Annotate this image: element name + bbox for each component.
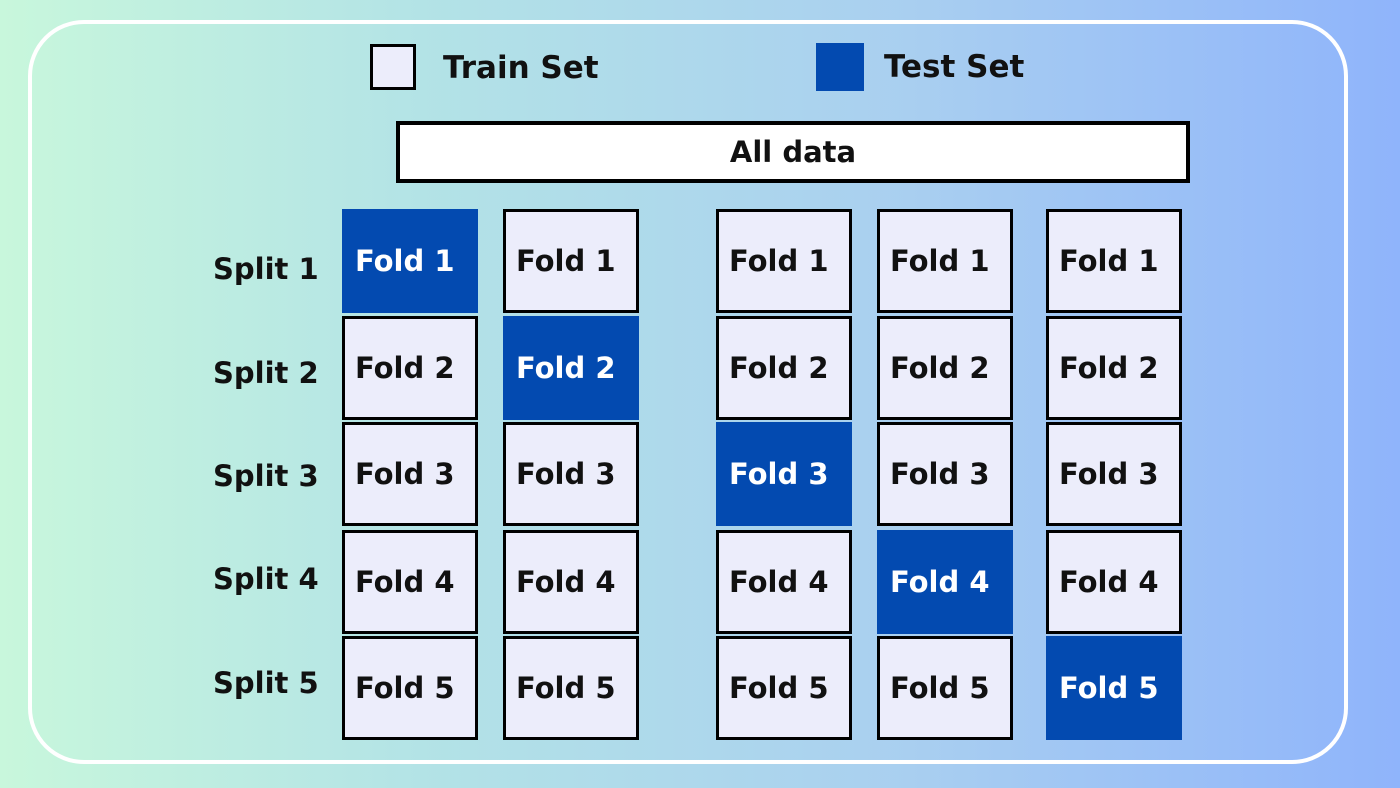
fold-cell-col2-row2: Fold 2 (503, 316, 639, 420)
fold-label: Fold 3 (890, 457, 990, 491)
fold-cell-col3-row3: Fold 3 (716, 422, 852, 526)
fold-cell-col3-row4: Fold 4 (716, 530, 852, 634)
fold-label: Fold 1 (1059, 244, 1159, 278)
fold-cell-col3-row2: Fold 2 (716, 316, 852, 420)
fold-label: Fold 2 (729, 351, 829, 385)
legend-test-label: Test Set (884, 49, 1025, 85)
fold-cell-col2-row3: Fold 3 (503, 422, 639, 526)
all-data-bar: All data (396, 121, 1190, 183)
fold-cell-col4-row4: Fold 4 (877, 530, 1013, 634)
fold-label: Fold 3 (1059, 457, 1159, 491)
fold-cell-col1-row3: Fold 3 (342, 422, 478, 526)
fold-cell-col5-row4: Fold 4 (1046, 530, 1182, 634)
fold-cell-col3-row5: Fold 5 (716, 636, 852, 740)
split-label-5: Split 5 (213, 666, 319, 700)
fold-label: Fold 5 (355, 671, 455, 705)
fold-label: Fold 5 (1059, 671, 1159, 705)
fold-cell-col1-row4: Fold 4 (342, 530, 478, 634)
fold-label: Fold 1 (729, 244, 829, 278)
fold-label: Fold 3 (729, 457, 829, 491)
fold-cell-col4-row1: Fold 1 (877, 209, 1013, 313)
fold-label: Fold 5 (729, 671, 829, 705)
fold-label: Fold 4 (1059, 565, 1159, 599)
fold-cell-col2-row5: Fold 5 (503, 636, 639, 740)
split-label-3: Split 3 (213, 459, 319, 493)
fold-label: Fold 4 (890, 565, 990, 599)
diagram-panel (28, 20, 1348, 764)
fold-label: Fold 3 (355, 457, 455, 491)
fold-cell-col4-row5: Fold 5 (877, 636, 1013, 740)
fold-label: Fold 4 (355, 565, 455, 599)
fold-cell-col5-row5: Fold 5 (1046, 636, 1182, 740)
split-label-4: Split 4 (213, 562, 319, 596)
fold-label: Fold 5 (890, 671, 990, 705)
fold-cell-col4-row2: Fold 2 (877, 316, 1013, 420)
fold-cell-col5-row3: Fold 3 (1046, 422, 1182, 526)
fold-label: Fold 2 (1059, 351, 1159, 385)
fold-cell-col4-row3: Fold 3 (877, 422, 1013, 526)
fold-label: Fold 2 (355, 351, 455, 385)
legend-train-swatch (370, 44, 416, 90)
split-label-2: Split 2 (213, 356, 319, 390)
fold-label: Fold 4 (516, 565, 616, 599)
split-label-1: Split 1 (213, 252, 319, 286)
fold-label: Fold 1 (890, 244, 990, 278)
fold-cell-col5-row2: Fold 2 (1046, 316, 1182, 420)
fold-label: Fold 4 (729, 565, 829, 599)
legend-train-label: Train Set (443, 50, 599, 86)
fold-label: Fold 3 (516, 457, 616, 491)
legend-test-swatch (816, 43, 864, 91)
fold-cell-col1-row1: Fold 1 (342, 209, 478, 313)
fold-cell-col5-row1: Fold 1 (1046, 209, 1182, 313)
fold-cell-col3-row1: Fold 1 (716, 209, 852, 313)
fold-label: Fold 5 (516, 671, 616, 705)
fold-label: Fold 2 (890, 351, 990, 385)
fold-cell-col1-row5: Fold 5 (342, 636, 478, 740)
fold-cell-col1-row2: Fold 2 (342, 316, 478, 420)
fold-label: Fold 2 (516, 351, 616, 385)
fold-label: Fold 1 (516, 244, 616, 278)
fold-label: Fold 1 (355, 244, 455, 278)
all-data-label: All data (729, 135, 857, 169)
fold-cell-col2-row1: Fold 1 (503, 209, 639, 313)
fold-cell-col2-row4: Fold 4 (503, 530, 639, 634)
